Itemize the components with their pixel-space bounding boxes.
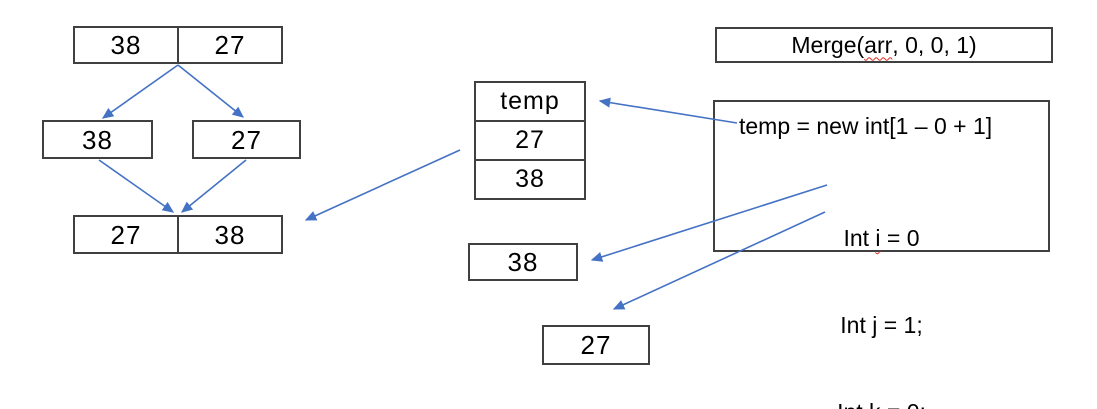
merge-call-post: , 0, 0, 1): [892, 31, 977, 58]
arrow-right-subarray-to-merged: [181, 159, 247, 213]
left-subarray-box: 38: [42, 120, 153, 159]
merge-call-box: Merge(arr, 0, 0, 1): [715, 27, 1053, 63]
arrow-temp-to-merged-array: [304, 149, 461, 221]
arrow-split-to-left-subarray: [101, 64, 179, 119]
code-line-int-k: Int k = 0;: [715, 398, 1048, 409]
code-line-int-i-squiggle: i: [875, 225, 881, 251]
code-line-int-j: Int j = 1;: [840, 312, 923, 338]
merged-array-cell-0: 27: [75, 217, 179, 252]
code-line-int-i-pre: Int: [843, 225, 876, 251]
code-var-lines: Int i = 0 Int j = 1; Int k = 0;: [715, 166, 1048, 409]
code-box: temp = new int[1 – 0 + 1] Int i = 0 Int …: [713, 100, 1050, 409]
initial-array-cell-0: 38: [75, 28, 179, 62]
arrow-left-subarray-to-merged: [98, 159, 175, 213]
code-line-int-i-post: = 0: [880, 225, 920, 251]
right-subarray-box: 27: [192, 120, 301, 159]
initial-array-cell-1: 27: [214, 30, 246, 60]
value-box-27: 27: [542, 325, 650, 365]
merged-array-box: 27 38: [73, 215, 283, 254]
merge-call-pre: Merge(: [791, 31, 865, 58]
temp-table-row-1: 38: [476, 159, 584, 198]
temp-table-header: temp: [500, 87, 560, 115]
value-box-38: 38: [468, 243, 578, 281]
code-line-temp: temp = new int[1 – 0 + 1]: [739, 113, 993, 139]
temp-table: temp 27 38: [474, 81, 586, 200]
arrow-split-to-right-subarray: [177, 64, 244, 118]
temp-table-row-0: 27: [476, 120, 584, 159]
merge-call-misspelled-arr: arr: [864, 31, 893, 58]
initial-array-box: 38 27: [73, 26, 283, 64]
code-line-int-i: Int i = 0: [715, 224, 1048, 253]
merged-array-cell-1: 38: [214, 219, 246, 250]
